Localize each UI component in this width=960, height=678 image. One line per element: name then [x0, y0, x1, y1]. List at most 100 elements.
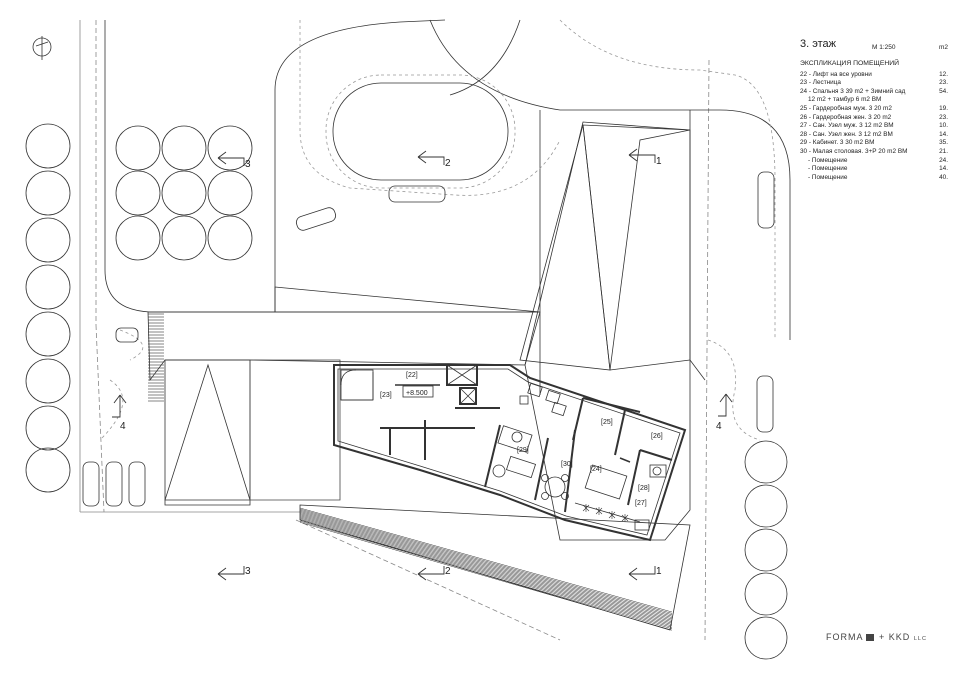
room-area: 12.	[939, 70, 948, 78]
tree-icon	[744, 572, 788, 616]
room-row: 24 - Спальня 3 39 m2 + Зимний сад 54.	[800, 88, 948, 97]
room-tag-26: [26]	[651, 433, 663, 440]
tree-grid	[115, 125, 253, 261]
room-tag-30: [30]	[561, 461, 573, 468]
room-area: 40.	[939, 173, 948, 181]
section-arrow-icon	[628, 566, 656, 581]
section-arrow-icon	[718, 393, 733, 417]
tree-icon	[161, 215, 207, 261]
car-icon	[756, 375, 774, 433]
room-label: 26 - Гардеробная жен. 3 20 m2	[800, 113, 892, 121]
tree-icon	[25, 358, 71, 404]
section-arrow-icon	[112, 394, 127, 418]
room-area: 19.	[939, 104, 948, 112]
room-area: 23.	[939, 79, 948, 87]
section-arrow-icon	[628, 148, 656, 163]
driveway	[104, 19, 791, 395]
car-icon-group	[82, 171, 775, 507]
logo-llc: LLC	[913, 636, 927, 642]
room-tag-27: [27]	[635, 500, 647, 507]
room-row: 30 - Малая столовая. 3+Р 20 m2 ВМ 21.	[800, 148, 948, 157]
room-tag-28: [28]	[638, 485, 650, 492]
tree-icon	[25, 311, 71, 357]
room-area: 14.	[939, 165, 948, 173]
roof-masses	[147, 121, 691, 631]
plant-icon	[582, 504, 629, 522]
tree-icon	[744, 440, 788, 484]
tree-icon	[115, 215, 161, 261]
explication-heading: ЭКСПЛИКАЦИЯ ПОМЕЩЕНИЙ	[800, 60, 900, 67]
room-label: 29 - Кабинет. 3 30 m2 ВМ	[800, 139, 875, 147]
unit-label: m2	[938, 44, 948, 51]
level-mark: +8.500	[402, 385, 434, 398]
section-arrow-icon	[417, 566, 445, 581]
section-arrow-icon	[217, 151, 245, 166]
tree-icon	[744, 484, 788, 528]
tree-icon	[115, 170, 161, 216]
car-icon	[82, 461, 100, 507]
room-label: - Помещение	[808, 165, 848, 173]
svg-text:1: 1	[656, 156, 662, 167]
tree-row-right	[744, 440, 788, 660]
room-area: 54.	[939, 87, 948, 95]
room-label: - Помещение	[808, 156, 848, 164]
car-icon	[128, 461, 146, 507]
tree-icon	[25, 264, 71, 310]
room-area: 21.	[939, 147, 948, 155]
room-row: - Помещение 24.	[800, 157, 948, 166]
tree-icon	[25, 123, 71, 169]
tree-icon	[744, 616, 788, 660]
logo-forma: FORMA	[826, 632, 864, 642]
room-label: 30 - Малая столовая. 3+Р 20 m2 ВМ	[800, 147, 908, 155]
room-row: 22 - Лифт на все уровни 12.	[800, 71, 948, 80]
room-label: 24 - Спальня 3 39 m2 + Зимний сад	[800, 87, 906, 95]
room-tag-22: [22]	[406, 372, 418, 379]
room-label: 22 - Лифт на все уровни	[800, 70, 872, 78]
tree-icon	[161, 125, 207, 171]
tree-icon	[25, 170, 71, 216]
firm-logo: FORMA + KKD LLC	[826, 632, 927, 642]
room-area: 10.	[939, 122, 948, 130]
logo-kkd: KKD	[888, 632, 911, 642]
tree-icon	[161, 170, 207, 216]
tree-icon	[25, 405, 71, 451]
section-arrow-icon	[417, 150, 445, 165]
room-label: 12 m2 + тамбур 6 m2 ВМ	[808, 96, 882, 104]
bottom-hatching	[299, 507, 673, 631]
tree-icon	[207, 125, 253, 171]
room-tag-24: [24]	[590, 466, 602, 473]
room-row: - Помещение 40.	[800, 174, 948, 183]
tree-icon	[115, 125, 161, 171]
floor-plan	[333, 364, 687, 542]
room-row: 26 - Гардеробная жен. 3 20 m2 23.	[800, 114, 948, 123]
room-row: - Помещение 14.	[800, 165, 948, 174]
room-area: 14.	[939, 130, 948, 138]
tree-icon	[25, 447, 71, 493]
stair-ramp	[148, 313, 164, 402]
tree-icon	[744, 528, 788, 572]
car-icon	[115, 327, 139, 343]
room-tag-23: [23]	[380, 392, 392, 399]
floor-title: 3. этаж	[800, 38, 836, 50]
svg-text:2: 2	[445, 566, 451, 577]
tree-icon	[25, 217, 71, 263]
svg-text:3: 3	[245, 159, 251, 170]
section-arrow-icon	[217, 566, 245, 581]
svg-text:3: 3	[245, 566, 251, 577]
car-icon	[295, 207, 337, 231]
room-label: - Помещение	[808, 173, 848, 181]
room-row: 23 - Лестница 23.	[800, 79, 948, 88]
driveway-dashed	[99, 19, 776, 441]
svg-text:4: 4	[716, 421, 722, 432]
svg-text:2: 2	[445, 158, 451, 169]
logo-mark-icon	[865, 634, 874, 641]
room-area: 24.	[939, 156, 948, 164]
section-markers: 3 2 1 3 2 1 4 4	[112, 148, 733, 581]
room-area: 23.	[939, 113, 948, 121]
room-label: 23 - Лестница	[800, 79, 841, 87]
tree-icon	[207, 215, 253, 261]
